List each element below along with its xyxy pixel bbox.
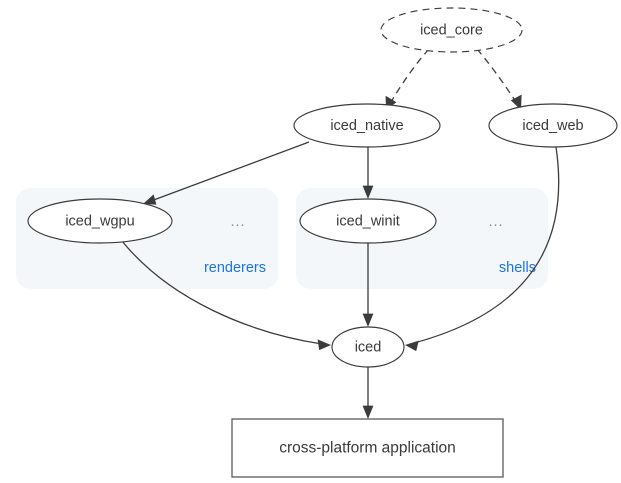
edge-core-to-native-line [390, 48, 430, 103]
node-iced-wgpu-label: iced_wgpu [65, 213, 134, 229]
edge-native-to-wgpu-arrowhead [143, 194, 157, 205]
node-iced-native[interactable]: iced_native [293, 103, 441, 148]
node-iced-web[interactable]: iced_web [488, 103, 618, 148]
edge-native-to-wgpu-line [150, 141, 310, 202]
edge-wgpu-to-iced-line [121, 240, 323, 345]
edge-core-to-web-arrowhead [510, 94, 522, 110]
edge-web-to-iced [405, 146, 560, 352]
node-iced-web-label: iced_web [522, 118, 583, 134]
node-iced-winit[interactable]: iced_winit [299, 198, 437, 244]
edge-core-to-web [476, 48, 522, 110]
cluster-renderers-label: renderers [204, 260, 266, 276]
node-iced-core[interactable]: iced_core [380, 7, 523, 53]
edge-winit-to-iced [362, 243, 374, 327]
edge-core-to-native [385, 48, 430, 110]
cluster-shells-ellipsis: ... [488, 214, 503, 230]
node-iced-wgpu-shape[interactable] [27, 198, 173, 244]
edge-iced-to-app [362, 367, 374, 419]
edge-native-to-winit-arrowhead [362, 185, 374, 199]
edge-wgpu-to-iced [121, 240, 331, 351]
cluster-renderers-ellipsis: ... [230, 214, 245, 230]
node-iced-label: iced [355, 339, 382, 355]
node-application[interactable]: cross-platform application [231, 418, 504, 478]
edge-core-to-web-line [476, 48, 517, 103]
node-iced-native-label: iced_native [330, 118, 403, 134]
node-application-label: cross-platform application [279, 440, 456, 457]
node-iced-wgpu[interactable]: iced_wgpu [27, 198, 173, 244]
node-iced-shape[interactable] [331, 326, 405, 368]
edge-web-to-iced-arrowhead [405, 340, 419, 352]
node-application-shape[interactable] [231, 418, 504, 478]
node-iced-winit-label: iced_winit [336, 213, 400, 229]
node-iced-core-label: iced_core [420, 22, 483, 38]
node-iced[interactable]: iced [331, 326, 405, 368]
edge-native-to-winit [362, 147, 374, 199]
edge-wgpu-to-iced-arrowhead [317, 339, 331, 351]
edge-winit-to-iced-arrowhead [362, 313, 374, 327]
node-iced-web-shape[interactable] [488, 103, 618, 148]
node-iced-core-shape[interactable] [380, 7, 523, 53]
node-iced-native-shape[interactable] [293, 103, 441, 148]
edge-web-to-iced-line [413, 146, 560, 344]
cluster-shells-label: shells [499, 260, 536, 276]
node-iced-winit-shape[interactable] [299, 198, 437, 244]
edge-iced-to-app-arrowhead [362, 405, 374, 419]
edge-native-to-wgpu [143, 141, 310, 205]
